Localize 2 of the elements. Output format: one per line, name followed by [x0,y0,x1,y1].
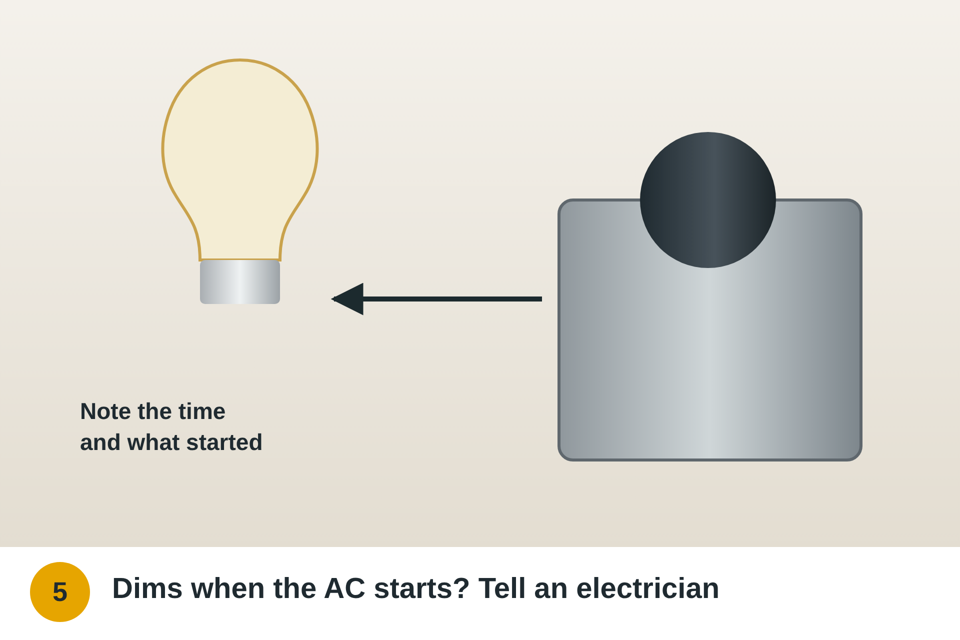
note-text: Note the time and what started [80,397,264,457]
caption: Dims when the AC starts? Tell an electrician [112,573,720,606]
